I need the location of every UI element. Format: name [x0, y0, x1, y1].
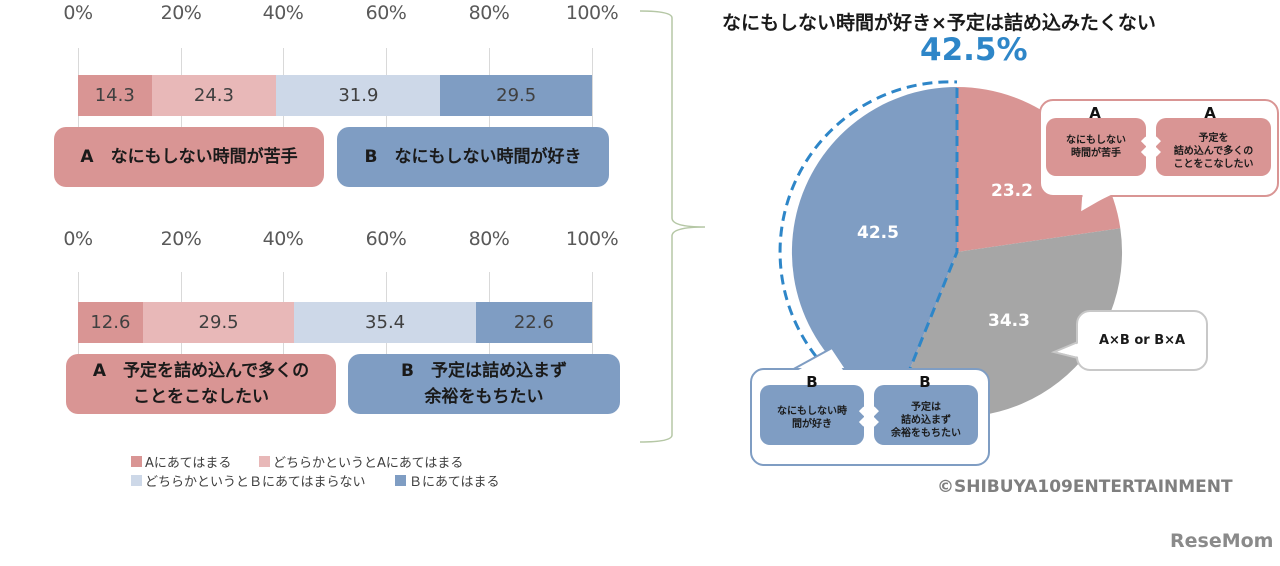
- legend-item-b: Ｂにあてはまる: [395, 471, 499, 490]
- label-b: B なにもしない時間が好き: [337, 127, 609, 187]
- callout-a-left-box: なにもしない 時間が苦手: [1046, 118, 1146, 176]
- legend-item-a: Aにあてはまる: [131, 452, 231, 471]
- callout-text: なにもしない: [1066, 135, 1126, 146]
- axis-tick: 20%: [160, 2, 202, 24]
- bar-segment-b-weak: 35.4: [294, 302, 476, 343]
- label-a: A なにもしない時間が苦手: [54, 127, 324, 187]
- gridline: [592, 48, 593, 130]
- label-b-line2: 余裕をもちたい: [424, 387, 544, 407]
- bar-segment-a-weak: 24.3: [151, 75, 277, 116]
- label-b: B 予定は詰め込まず 余裕をもちたい: [348, 354, 620, 414]
- callout-a-left-head: A: [1089, 104, 1101, 122]
- callout-a-right-box: 予定を 詰め込んで多くの ことをこなしたい: [1156, 118, 1271, 176]
- callout-b-left-box: なにもしない時 間が好き: [760, 385, 864, 445]
- pie-label-a: 23.2: [991, 181, 1033, 201]
- axis-tick: 80%: [468, 228, 510, 250]
- callout-b-right-box: 予定は 詰め込まず 余裕をもちたい: [874, 385, 978, 445]
- bar-segment-a-weak: 29.5: [142, 302, 295, 343]
- pie-label-b: 42.5: [857, 223, 899, 243]
- callout-text: 詰め込まず: [901, 414, 951, 426]
- callout-b-left-head: B: [806, 373, 818, 391]
- callout-text: 余裕をもちたい: [891, 427, 961, 439]
- label-b-line1: B 予定は詰め込まず: [401, 361, 567, 381]
- callout-text: 予定を: [1198, 132, 1229, 144]
- callout-mixed: A×B or B×A: [1076, 310, 1208, 371]
- pie-slice-b: [791, 86, 957, 406]
- cross-icon: ✖: [1138, 130, 1164, 166]
- axis-tick: 0%: [63, 2, 93, 24]
- callout-text: 予定は: [911, 401, 941, 413]
- bar-segment-a: 12.6: [78, 302, 143, 343]
- callout-text: 間が好き: [792, 419, 832, 430]
- pie-label-mixed: 34.3: [988, 311, 1030, 331]
- callout-text: 詰め込んで多くの: [1173, 145, 1254, 157]
- axis-tick: 80%: [468, 2, 510, 24]
- pie-title: なにもしない時間が好き×予定は詰め込みたくない: [722, 12, 1156, 34]
- headline-percentage: 42.5%: [920, 32, 1028, 68]
- legend-item-b-weak: どちらかというとＢにあてはまらない: [131, 471, 365, 490]
- callout-a-right-head: A: [1204, 104, 1216, 122]
- bar-segment-a: 14.3: [78, 75, 152, 116]
- legend-swatch: [131, 475, 142, 486]
- gridline: [592, 272, 593, 354]
- axis-tick: 60%: [365, 228, 407, 250]
- resemom-logo: ReseMom: [1170, 530, 1274, 552]
- stacked-bar: 14.3 24.3 31.9 29.5: [78, 75, 592, 116]
- label-a: A 予定を詰め込んで多くの ことをこなしたい: [66, 354, 336, 414]
- axis-tick: 100%: [565, 2, 619, 24]
- label-a-line2: ことをこなしたい: [133, 387, 269, 407]
- cross-icon: ✖: [856, 400, 882, 436]
- axis-tick: 40%: [262, 228, 304, 250]
- legend-label: どちらかというとAにあてはまる: [273, 456, 464, 471]
- bar-segment-b: 29.5: [440, 75, 592, 116]
- legend-label: Ｂにあてはまる: [409, 475, 500, 490]
- callout-b-right-head: B: [919, 373, 931, 391]
- callout-text: ことをこなしたい: [1173, 158, 1254, 170]
- axis-tick: 20%: [160, 228, 202, 250]
- axis-tick: 100%: [565, 228, 619, 250]
- legend-swatch: [131, 456, 142, 467]
- axis-tick: 0%: [63, 228, 93, 250]
- legend-swatch: [259, 456, 270, 467]
- copyright: ©SHIBUYA109ENTERTAINMENT: [937, 477, 1233, 497]
- bar-segment-b-weak: 31.9: [276, 75, 441, 116]
- callout-text: 時間が苦手: [1071, 148, 1121, 159]
- label-a-line1: A 予定を詰め込んで多くの: [92, 361, 310, 381]
- legend-item-a-weak: どちらかというとAにあてはまる: [259, 452, 463, 471]
- callout-text: なにもしない時: [777, 406, 847, 417]
- bar-segment-b: 22.6: [475, 302, 592, 343]
- axis-tick: 40%: [262, 2, 304, 24]
- legend-swatch: [395, 475, 406, 486]
- axis-tick: 60%: [365, 2, 407, 24]
- legend-label: Aにあてはまる: [145, 456, 232, 471]
- stacked-bar: 12.6 29.5 35.4 22.6: [78, 302, 592, 343]
- legend-label: どちらかというとＢにあてはまらない: [145, 475, 366, 490]
- curly-bracket: [639, 10, 706, 443]
